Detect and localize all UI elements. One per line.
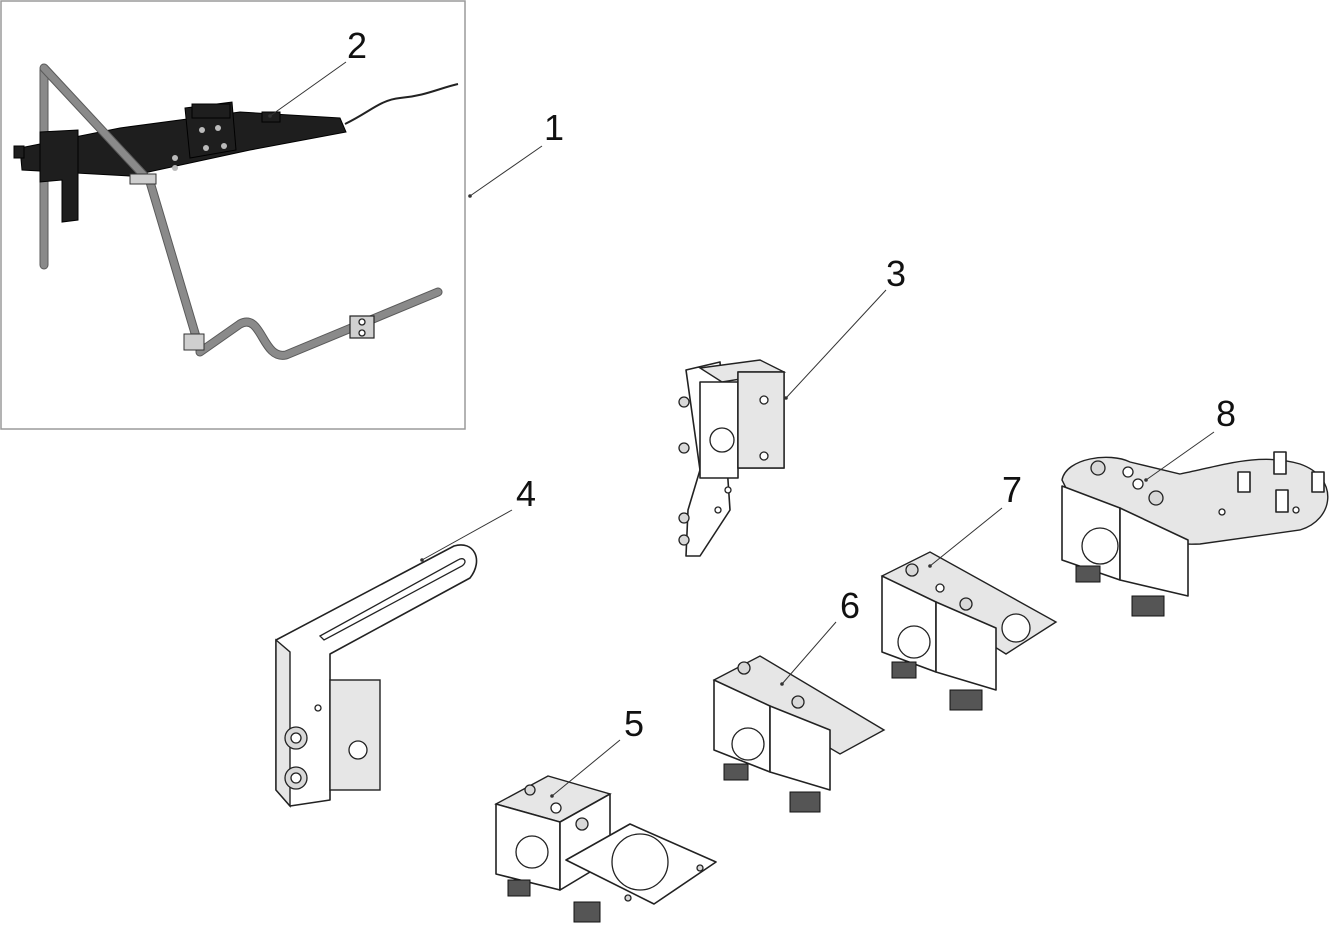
part-7-clamp-hole-tab bbox=[880, 551, 1058, 711]
callout-7: 7 bbox=[1002, 469, 1022, 510]
callout-3: 3 bbox=[886, 253, 906, 294]
leader-6 bbox=[781, 621, 837, 685]
leader-3 bbox=[785, 289, 887, 399]
sensor-cable bbox=[344, 83, 459, 125]
leader-8 bbox=[1145, 431, 1215, 481]
callout-8: 8 bbox=[1216, 393, 1236, 434]
part-3-double-clamp bbox=[678, 359, 787, 557]
callout-6: 6 bbox=[840, 585, 860, 626]
frame-rod bbox=[39, 63, 443, 360]
callout-5: 5 bbox=[624, 703, 644, 744]
callout-numbers: 1 2 3 4 5 6 7 8 bbox=[347, 25, 1236, 744]
leader-2 bbox=[269, 61, 347, 117]
leader-4 bbox=[421, 509, 513, 561]
callout-leaders bbox=[268, 61, 1215, 798]
part-5-clamp-plate bbox=[494, 775, 717, 923]
leader-7 bbox=[929, 507, 1003, 567]
leader-1 bbox=[469, 145, 543, 197]
callout-1: 1 bbox=[544, 107, 564, 148]
part-4-l-bracket bbox=[275, 544, 478, 808]
callout-2: 2 bbox=[347, 25, 367, 66]
part-6-clamp-tab bbox=[712, 655, 886, 813]
callout-4: 4 bbox=[516, 473, 536, 514]
leader-5 bbox=[551, 739, 621, 797]
part-8-clamp-curved-plate bbox=[1061, 451, 1329, 617]
assembly-inset-panel bbox=[0, 0, 466, 430]
black-arm bbox=[13, 101, 347, 223]
rod-clamp bbox=[349, 315, 375, 339]
